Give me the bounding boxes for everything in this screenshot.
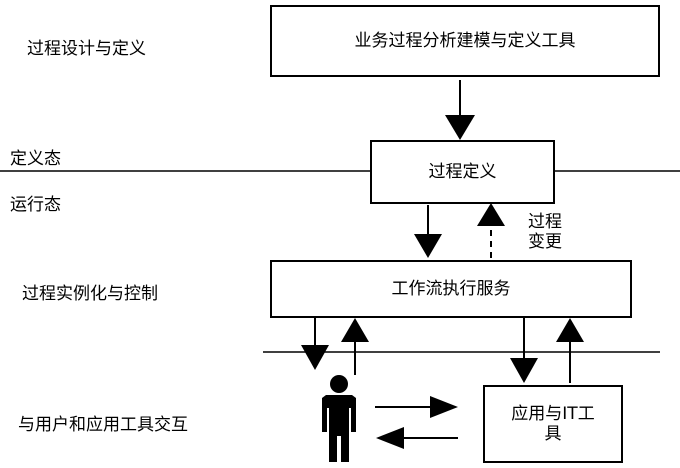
label-user-tool-interaction: 与用户和应用工具交互 xyxy=(18,415,188,435)
label-runtime-state: 运行态 xyxy=(10,195,61,215)
arrowhead-workflow-to-user xyxy=(301,345,329,370)
arrowhead-tools-to-workflow xyxy=(556,318,584,342)
box-app-it-tool-label: 应用与IT工具 xyxy=(511,404,595,444)
arrowhead-process-change xyxy=(477,203,505,226)
arrowhead-tools-to-user xyxy=(376,427,404,449)
box-modeling-tool: 业务过程分析建模与定义工具 xyxy=(270,5,660,77)
box-workflow-service: 工作流执行服务 xyxy=(270,260,632,318)
box-app-it-tool: 应用与IT工具 xyxy=(483,385,623,463)
arrowhead-definition-to-workflow xyxy=(414,234,442,258)
label-instantiation-control: 过程实例化与控制 xyxy=(22,284,158,304)
label-defined-state: 定义态 xyxy=(10,149,61,169)
person-icon xyxy=(322,375,356,462)
arrowhead-workflow-to-tools xyxy=(510,358,538,383)
box-modeling-tool-label: 业务过程分析建模与定义工具 xyxy=(354,31,576,51)
label-process-design: 过程设计与定义 xyxy=(27,39,146,59)
box-process-definition: 过程定义 xyxy=(370,140,555,204)
box-workflow-service-label: 工作流执行服务 xyxy=(391,279,511,299)
arrowhead-model-to-definition xyxy=(445,115,475,140)
arrowhead-user-to-workflow xyxy=(341,318,369,342)
arrowhead-user-to-tools xyxy=(430,396,458,418)
box-process-definition-label: 过程定义 xyxy=(428,162,497,182)
label-process-change: 过程变更 xyxy=(528,212,562,252)
